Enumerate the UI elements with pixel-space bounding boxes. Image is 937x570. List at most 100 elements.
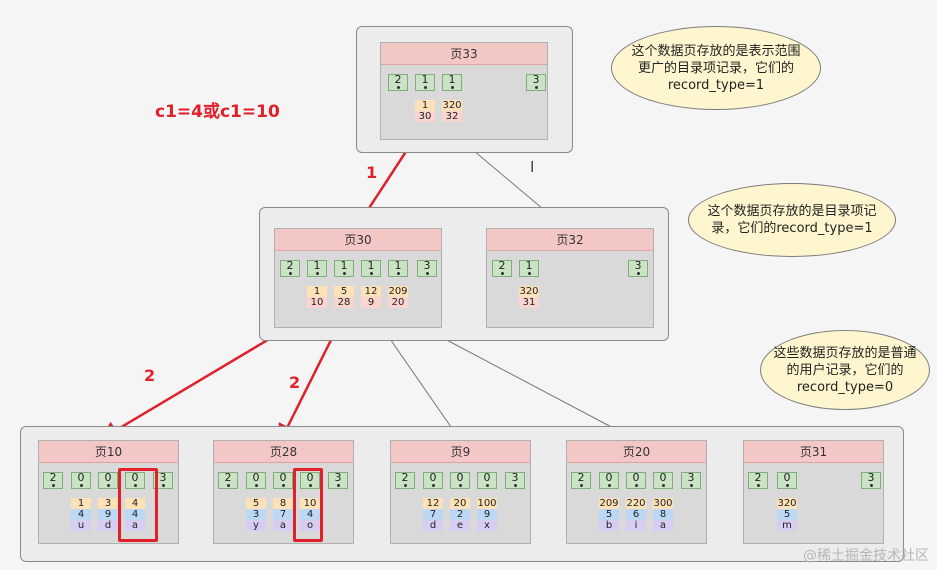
record: 3 <box>861 472 881 489</box>
user-record-c2: 9 <box>477 509 497 520</box>
record: 2 <box>43 472 63 489</box>
record: 0 <box>777 472 797 489</box>
record: 0 <box>599 472 619 489</box>
record: 1 <box>442 74 462 91</box>
user-record-c2: 5 <box>777 509 797 520</box>
user-record-c3: x <box>477 520 497 531</box>
note-bubble-bottom: 这些数据页存放的是普通的用户记录，它们的record_type=0 <box>760 330 930 410</box>
page-31: 页31 2 0 3 320 5 m <box>743 440 884 544</box>
user-record-c2: 4 <box>125 509 145 520</box>
record: 2 <box>218 472 238 489</box>
dir-page-no: 9 <box>361 297 381 308</box>
user-record-c2: 9 <box>98 509 118 520</box>
user-record-c2: 8 <box>653 509 673 520</box>
page-title: 页10 <box>39 441 178 463</box>
dir-page-no: 28 <box>334 297 354 308</box>
user-record-c1: 300 <box>653 498 673 509</box>
user-record-c2: 2 <box>450 509 470 520</box>
page-9: 页9 2 0 0 0 3 12 20 100 7 2 9 d e x <box>390 440 531 544</box>
dir-page-no: 30 <box>415 111 435 122</box>
page-33: 页33 2 1 1 3 1 320 30 32 <box>380 42 548 140</box>
user-record-c3: i <box>626 520 646 531</box>
page-28: 页28 2 0 0 0 3 5 8 10 3 7 4 y a o <box>213 440 354 544</box>
user-record-c1: 3 <box>98 498 118 509</box>
dir-min-key: 1 <box>307 286 327 297</box>
page-30: 页30 2 1 1 1 1 3 1 5 12 209 10 28 9 20 <box>274 228 442 328</box>
step-label-2b: 2 <box>289 373 301 392</box>
dir-page-no: 32 <box>442 111 462 122</box>
page-title: 页32 <box>487 229 653 251</box>
page-title: 页20 <box>567 441 706 463</box>
user-record-c3: y <box>246 520 266 531</box>
record: 0 <box>423 472 443 489</box>
dir-page-no: 10 <box>307 297 327 308</box>
user-record-c3: d <box>98 520 118 531</box>
user-record-c2: 6 <box>626 509 646 520</box>
page-title: 页33 <box>381 43 547 65</box>
user-record-c3: m <box>777 520 797 531</box>
record: 3 <box>681 472 701 489</box>
record: 3 <box>526 74 546 91</box>
user-record-c3: u <box>71 520 91 531</box>
user-record-c2: 4 <box>300 509 320 520</box>
note-bubble-top: 这个数据页存放的是表示范围更广的目录项记录，它们的record_type=1 <box>611 26 821 110</box>
note-bubble-mid: 这个数据页存放的是目录项记录，它们的record_type=1 <box>688 183 896 257</box>
dir-min-key: 209 <box>388 286 408 297</box>
user-record-c3: d <box>423 520 443 531</box>
page-title: 页28 <box>214 441 353 463</box>
record: 2 <box>748 472 768 489</box>
dir-min-key: 1 <box>415 100 435 111</box>
user-record-c1: 220 <box>626 498 646 509</box>
user-record-c2: 7 <box>273 509 293 520</box>
user-record-c2: 5 <box>599 509 619 520</box>
record: 3 <box>505 472 525 489</box>
record: 2 <box>492 260 512 277</box>
page-32: 页32 2 1 3 320 31 <box>486 228 654 328</box>
record: 0 <box>125 472 145 489</box>
user-record-c1: 320 <box>777 498 797 509</box>
match-highlight-c1-4 <box>118 468 158 542</box>
page-20: 页20 2 0 0 0 3 209 220 300 5 6 8 b i a <box>566 440 707 544</box>
dir-page-no: 31 <box>519 297 539 308</box>
record: 2 <box>395 472 415 489</box>
dir-page-no: 20 <box>388 297 408 308</box>
condition-label: c1=4或c1=10 <box>155 102 280 122</box>
user-record-c1: 100 <box>477 498 497 509</box>
step-label-2a: 2 <box>144 366 156 385</box>
page-title: 页31 <box>744 441 883 463</box>
user-record-c3: o <box>300 520 320 531</box>
record: 0 <box>273 472 293 489</box>
record: 3 <box>417 260 437 277</box>
record: 0 <box>300 472 320 489</box>
dir-min-key: 12 <box>361 286 381 297</box>
record: 0 <box>98 472 118 489</box>
user-record-c1: 4 <box>125 498 145 509</box>
record: 1 <box>361 260 381 277</box>
user-record-c2: 7 <box>423 509 443 520</box>
dir-min-key: 5 <box>334 286 354 297</box>
match-highlight-c1-10 <box>293 468 323 542</box>
record: 1 <box>519 260 539 277</box>
record: 0 <box>246 472 266 489</box>
record: 1 <box>307 260 327 277</box>
user-record-c1: 12 <box>423 498 443 509</box>
page-title: 页9 <box>391 441 530 463</box>
user-record-c1: 5 <box>246 498 266 509</box>
user-record-c1: 20 <box>450 498 470 509</box>
record: 2 <box>388 74 408 91</box>
record: 3 <box>328 472 348 489</box>
user-record-c2: 3 <box>246 509 266 520</box>
record: 0 <box>450 472 470 489</box>
page-title: 页30 <box>275 229 441 251</box>
watermark: @稀土掘金技术社区 <box>803 548 929 564</box>
user-record-c3: a <box>273 520 293 531</box>
user-record-c3: b <box>599 520 619 531</box>
record: 3 <box>153 472 173 489</box>
record: 3 <box>628 260 648 277</box>
record: 0 <box>653 472 673 489</box>
record: 0 <box>626 472 646 489</box>
user-record-c3: a <box>125 520 145 531</box>
record: 2 <box>571 472 591 489</box>
record: 2 <box>280 260 300 277</box>
